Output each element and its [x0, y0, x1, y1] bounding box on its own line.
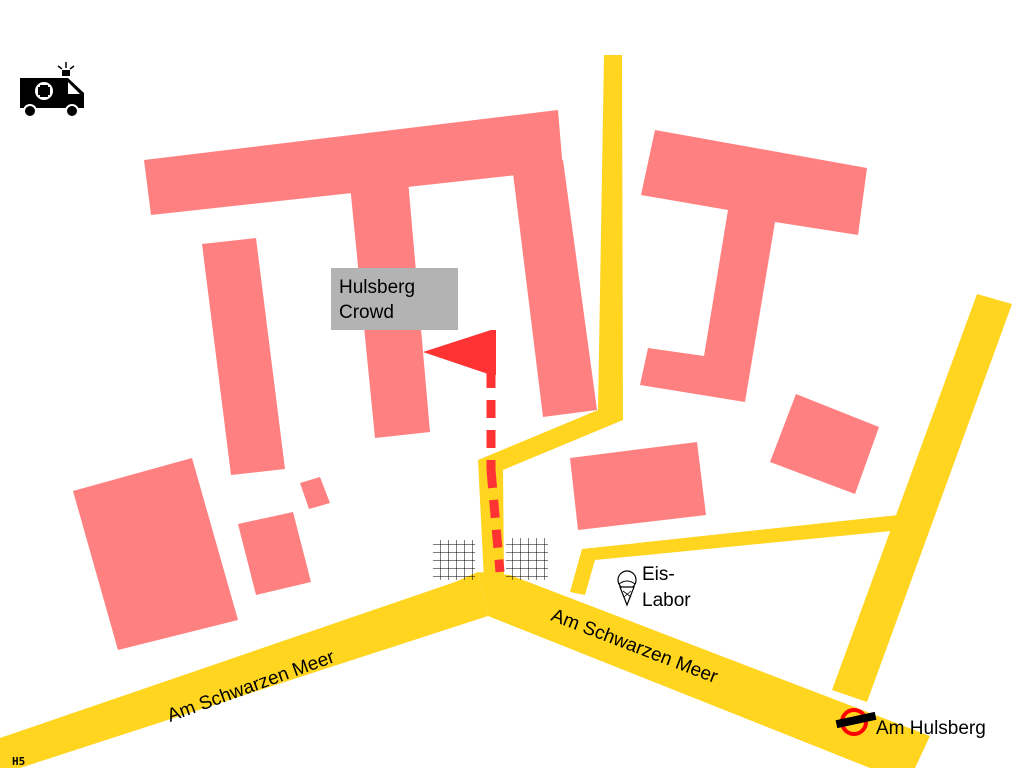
- poi-label-line1: Eis-: [642, 564, 675, 585]
- crowd-label[interactable]: Hulsberg Crowd: [331, 268, 458, 330]
- buildings: [73, 110, 879, 650]
- ice-cream-icon: [617, 570, 637, 607]
- tram-stop-icon: [835, 708, 877, 736]
- road-am-schwarzen-meer-east[interactable]: [478, 572, 930, 768]
- tram-stop[interactable]: Am Hulsberg: [835, 708, 986, 739]
- road-north-vertical[interactable]: [478, 55, 623, 580]
- building-north-bar[interactable]: [144, 110, 563, 215]
- grid-pattern-icon: [433, 538, 548, 580]
- building-southwest-tiny[interactable]: [300, 477, 330, 509]
- building-west-bar[interactable]: [202, 238, 285, 475]
- poi-label-line2: Labor: [642, 590, 691, 611]
- poi-eis-labor[interactable]: Eis- Labor: [617, 564, 691, 611]
- crowd-label-line1: Hulsberg: [339, 277, 415, 298]
- building-east-t[interactable]: [640, 130, 867, 402]
- road-east-diagonal[interactable]: [832, 294, 1012, 702]
- route-path: [486, 340, 505, 573]
- tram-stop-label: Am Hulsberg: [876, 718, 986, 739]
- road-eis-labor-loop[interactable]: [570, 515, 901, 595]
- building-southwest-large[interactable]: [73, 458, 238, 650]
- roads: [0, 55, 1012, 768]
- ambulance-icon[interactable]: [20, 62, 84, 118]
- building-southwest-small[interactable]: [238, 512, 311, 595]
- building-north-wing-right[interactable]: [512, 160, 597, 417]
- building-east-small[interactable]: [770, 394, 879, 494]
- flag-icon[interactable]: [423, 330, 496, 375]
- road-am-schwarzen-meer-west[interactable]: [0, 572, 488, 768]
- corner-mark: H5: [12, 755, 25, 768]
- building-center-south[interactable]: [570, 442, 706, 530]
- crowd-label-line2: Crowd: [339, 302, 394, 323]
